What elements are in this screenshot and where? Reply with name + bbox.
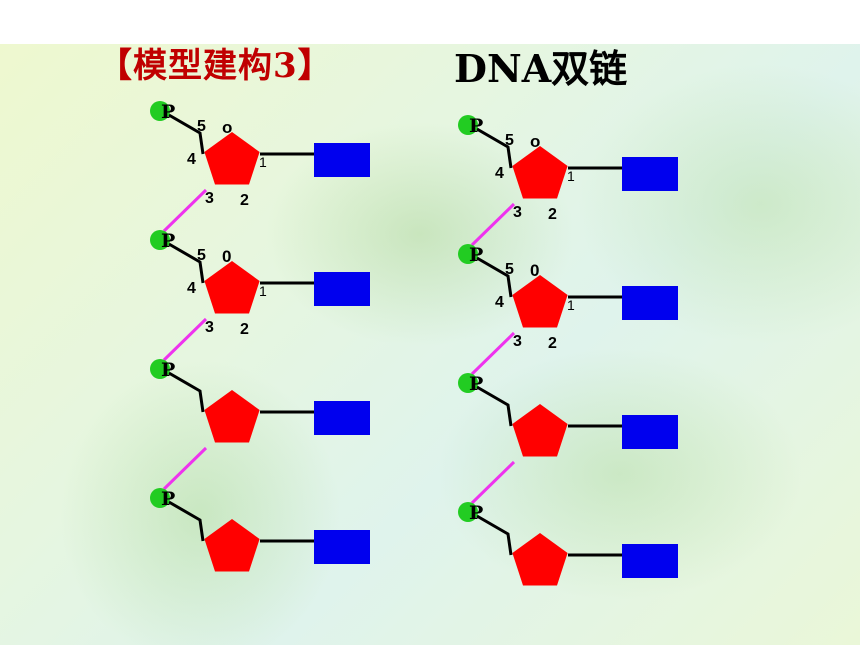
carbon-2-label: 2: [548, 335, 557, 352]
carbon-4-label: 4: [187, 151, 196, 168]
nucleotide: P: [150, 488, 370, 572]
carbon-2-label: 2: [240, 192, 249, 209]
phosphate-label: P: [469, 502, 483, 524]
carbon-5-label: 5: [505, 132, 514, 149]
base-rectangle: [622, 286, 678, 320]
slide-title: 【模型建构3】 DNA双链: [98, 38, 718, 98]
carbon-1-label: 1: [567, 168, 575, 184]
base-rectangle: [314, 272, 370, 306]
carbon-5-label: 5: [197, 118, 206, 135]
phosphate-bond: [161, 367, 205, 413]
slide-background: [0, 44, 860, 645]
carbon-3-label: 3: [205, 190, 214, 207]
phosphate-circle: [458, 373, 478, 393]
phosphate-bond: [161, 496, 205, 542]
oxygen-label: o: [530, 132, 540, 151]
phosphate-circle: [458, 502, 478, 522]
base-rectangle: [622, 415, 678, 449]
carbon-5-label: 5: [505, 261, 514, 278]
carbon-2-label: 2: [548, 206, 557, 223]
base-rectangle: [622, 157, 678, 191]
nucleotide: P: [458, 373, 678, 505]
nucleotide: P: [458, 502, 678, 586]
deoxyribose-pentagon: [512, 404, 568, 457]
deoxyribose-pentagon: [512, 146, 568, 199]
carbon-5-label: 5: [197, 247, 206, 264]
deoxyribose-pentagon: [204, 132, 260, 185]
phosphate-circle: [150, 488, 170, 508]
carbon-3-label: 3: [205, 319, 214, 336]
phosphate-label: P: [161, 488, 175, 510]
phosphate-circle: [150, 359, 170, 379]
nucleotide: P: [150, 359, 370, 491]
base-rectangle: [314, 143, 370, 177]
oxygen-label: 0: [530, 261, 539, 280]
phosphate-label: P: [161, 359, 175, 381]
base-rectangle: [314, 401, 370, 435]
carbon-4-label: 4: [187, 280, 196, 297]
phosphate-label: P: [161, 230, 175, 252]
phosphodiester-link: [470, 202, 516, 247]
carbon-4-label: 4: [495, 294, 504, 311]
carbon-3-label: 3: [513, 333, 522, 350]
phosphate-circle: [458, 115, 478, 135]
carbon-1-label: 1: [259, 283, 267, 299]
carbon-2-label: 2: [240, 321, 249, 338]
carbon-3-label: 3: [513, 204, 522, 221]
oxygen-label: o: [222, 118, 232, 137]
carbon-1-label: 1: [259, 154, 267, 170]
phosphodiester-link: [470, 460, 516, 505]
deoxyribose-pentagon: [204, 519, 260, 572]
phosphate-label: P: [469, 244, 483, 266]
phosphate-bond: [469, 252, 513, 298]
deoxyribose-pentagon: [512, 533, 568, 586]
phosphate-circle: [150, 101, 170, 121]
phosphate-bond: [469, 381, 513, 427]
title-dna-label: DNA双链: [454, 46, 628, 91]
phosphate-label: P: [469, 373, 483, 395]
carbon-1-label: 1: [567, 297, 575, 313]
phosphodiester-link: [470, 331, 516, 376]
base-rectangle: [622, 544, 678, 578]
phosphate-bond: [161, 238, 205, 284]
phosphate-circle: [458, 244, 478, 264]
deoxyribose-pentagon: [512, 275, 568, 328]
carbon-4-label: 4: [495, 165, 504, 182]
phosphate-label: P: [161, 101, 175, 123]
base-rectangle: [314, 530, 370, 564]
deoxyribose-pentagon: [204, 390, 260, 443]
phosphate-bond: [161, 109, 205, 155]
phosphate-bond: [469, 123, 513, 169]
phosphodiester-link: [162, 317, 208, 362]
phosphate-circle: [150, 230, 170, 250]
oxygen-label: 0: [222, 247, 231, 266]
deoxyribose-pentagon: [204, 261, 260, 314]
title-model-label: 【模型建构3】: [98, 46, 333, 86]
phosphate-bond: [469, 510, 513, 556]
phosphodiester-link: [162, 188, 208, 233]
phosphate-label: P: [469, 115, 483, 137]
phosphodiester-link: [162, 446, 208, 491]
